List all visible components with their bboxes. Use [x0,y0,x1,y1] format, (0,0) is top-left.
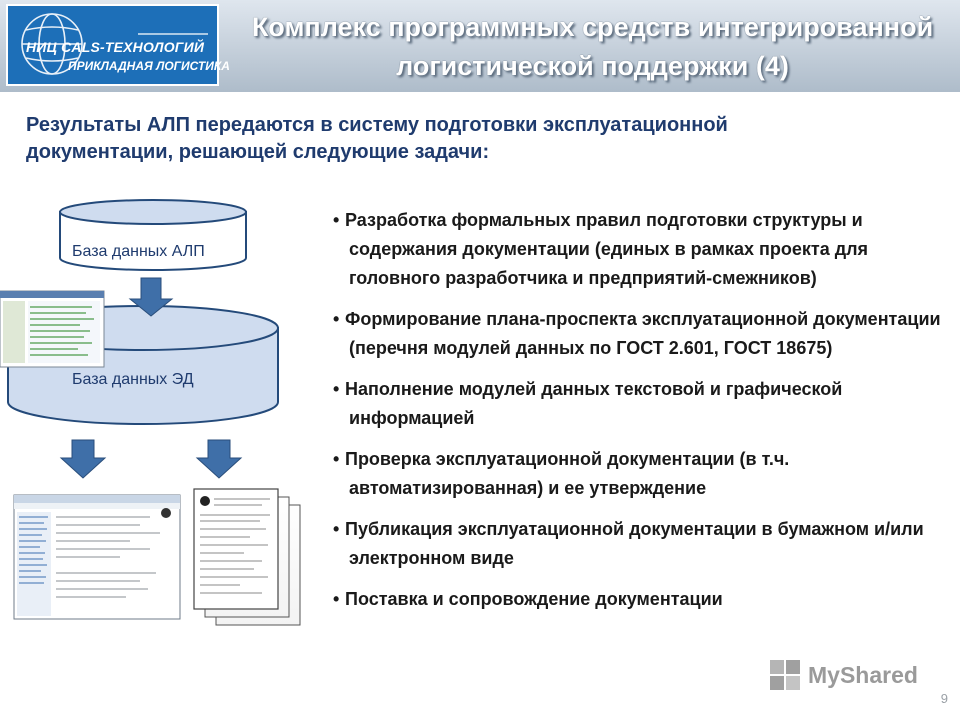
logo: НИЦ CALS-ТЕХНОЛОГИЙ ПРИКЛАДНАЯ ЛОГИСТИКА [6,4,230,86]
list-item-text: Наполнение модулей данных текстовой и гр… [345,379,843,428]
database-alp-cylinder [59,199,247,271]
list-item: •Поставка и сопровождение документации [333,585,943,614]
database-ed-label: База данных ЭД [72,371,194,388]
watermark: MyShared [768,656,928,696]
bullet-icon: • [333,519,340,539]
list-item-text: Формирование плана-проспекта эксплуатаци… [345,309,941,358]
section-subtitle: Результаты АЛП передаются в систему подг… [26,112,926,166]
title-line-1: Комплекс программных средств интегрирова… [251,12,934,42]
database-alp-label: База данных АЛП [72,243,205,260]
list-item: •Наполнение модулей данных текстовой и г… [333,375,943,433]
logo-text-top: НИЦ CALS-ТЕХНОЛОГИЙ [26,39,205,55]
subtitle-line-1: Результаты АЛП передаются в систему подг… [26,114,728,136]
slide-number: 9 [940,691,948,706]
bullet-icon: • [333,210,340,230]
watermark-text: MyShared [808,662,918,688]
editor-screenshot-thumbnail [13,494,181,620]
list-item: •Разработка формальных правил подготовки… [333,206,943,293]
arrow-down-icon [128,277,174,317]
myshared-logo-icon [770,660,800,690]
list-item: •Проверка эксплуатационной документации … [333,445,943,503]
subtitle-line-2: документации, решающей следующие задачи: [26,141,490,163]
printed-documents-icon [193,488,301,626]
globe-icon [21,13,208,75]
bullet-icon: • [333,309,340,329]
list-item-text: Проверка эксплуатационной документации (… [345,449,790,498]
arrow-down-icon [59,439,107,479]
task-list: •Разработка формальных правил подготовки… [333,206,943,626]
arrow-down-icon [195,439,243,479]
list-item-text: Поставка и сопровождение документации [345,589,723,609]
title-line-2: логистической поддержки (4) [396,51,789,81]
header-bar: НИЦ CALS-ТЕХНОЛОГИЙ ПРИКЛАДНАЯ ЛОГИСТИКА… [0,0,960,92]
bullet-icon: • [333,589,340,609]
list-item-text: Разработка формальных правил подготовки … [345,210,869,288]
bullet-icon: • [333,379,340,399]
logo-text-bottom: ПРИКЛАДНАЯ ЛОГИСТИКА [68,59,230,73]
list-item: •Публикация эксплуатационной документаци… [333,515,943,573]
bullet-icon: • [333,449,340,469]
app-screenshot-thumbnail [0,290,105,368]
list-item-text: Публикация эксплуатационной документации… [345,519,924,568]
list-item: •Формирование плана-проспекта эксплуатац… [333,305,943,363]
data-flow-diagram [0,199,301,626]
page-title: Комплекс программных средств интегрирова… [230,8,955,86]
